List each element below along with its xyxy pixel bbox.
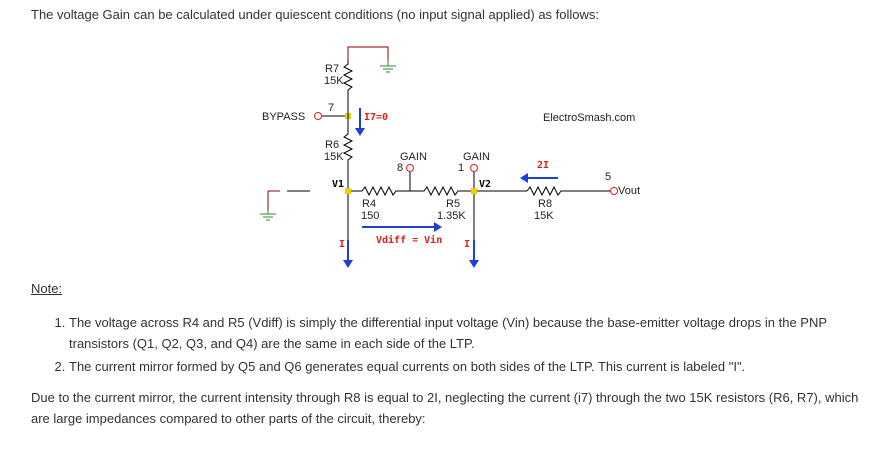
r8-value: 15K [534, 210, 554, 222]
v2-label: V2 [479, 179, 491, 190]
vdiff-arrowhead [434, 222, 442, 232]
ground-symbol-left [260, 210, 276, 221]
v1-node [345, 188, 351, 194]
r7-ground-wire [347, 46, 389, 60]
r6-name: R6 [325, 139, 339, 151]
pin-1-label: 1 [458, 162, 464, 174]
v2-node [471, 188, 477, 194]
r4-value: 150 [361, 210, 379, 222]
i-right-label: I [464, 239, 470, 250]
note-heading: Note: [31, 281, 63, 296]
bypass-label: BYPASS [262, 111, 305, 123]
note-item-2: The current mirror formed by Q5 and Q6 g… [69, 356, 869, 377]
resistor-r4 [351, 185, 418, 197]
i-right-arrowhead [469, 260, 479, 268]
r8-name: R8 [538, 198, 552, 210]
vout-terminal [610, 187, 618, 195]
resistor-r6 [342, 128, 354, 184]
two-i-arrowhead [520, 173, 528, 183]
pin-7-label: 7 [328, 102, 334, 114]
ground-symbol-top [380, 60, 396, 73]
gain-pin-1-terminal [470, 164, 478, 172]
r7-name: R7 [325, 63, 339, 75]
intro-text: The voltage Gain can be calculated under… [31, 7, 600, 22]
vout-label: Vout [618, 185, 640, 197]
i7-arrowhead [355, 128, 365, 136]
i-left-label: I [339, 239, 345, 250]
resistor-r8 [526, 185, 611, 197]
r4-name: R4 [362, 198, 376, 210]
gain-left-label: GAIN [400, 151, 427, 163]
pin-8-label: 8 [397, 162, 403, 174]
r7-value: 15K [324, 75, 344, 87]
resistor-r5 [410, 185, 472, 197]
pin-5-label: 5 [605, 171, 611, 183]
v1-label: V1 [332, 179, 344, 190]
two-i-label: 2I [537, 160, 549, 171]
resistor-r7 [342, 60, 354, 103]
vdiff-label: Vdiff = Vin [376, 234, 442, 246]
i-left-arrowhead [343, 260, 353, 268]
closing-paragraph: Due to the current mirror, the current i… [31, 390, 859, 426]
gain-pin-8-terminal [406, 164, 414, 172]
note-item-1: The voltage across R4 and R5 (Vdiff) is … [69, 312, 869, 354]
electrosmash-brand: ElectroSmash.com [543, 112, 635, 124]
gain-right-label: GAIN [463, 151, 490, 163]
i7-label: I7=0 [364, 112, 388, 123]
bypass-terminal [314, 112, 322, 120]
r5-name: R5 [446, 198, 460, 210]
r5-value: 1.35K [437, 210, 466, 222]
r6-value: 15K [324, 151, 344, 163]
notes-list: The voltage across R4 and R5 (Vdiff) is … [53, 312, 869, 379]
circuit-diagram: R7 15K BYPASS 7 I7=0 R6 15K V1 R4 150 GA… [260, 46, 640, 268]
